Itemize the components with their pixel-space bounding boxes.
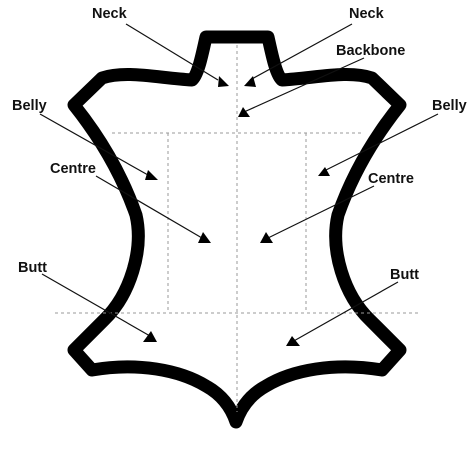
label-centre-right: Centre <box>368 171 414 187</box>
pointer-centre-left <box>198 232 211 243</box>
pointer-backbone <box>238 107 250 117</box>
pointer-belly-left <box>145 170 158 180</box>
label-belly-right: Belly <box>432 98 467 114</box>
leader-neck-right <box>249 23 353 81</box>
label-centre-left: Centre <box>50 161 96 177</box>
leader-neck-left <box>125 23 219 81</box>
leader-belly-right <box>321 113 439 173</box>
leader-belly-left <box>39 113 149 176</box>
leader-backbone <box>243 57 365 113</box>
label-butt-left: Butt <box>18 260 47 276</box>
pointer-belly-right <box>318 167 330 176</box>
leader-centre-left <box>95 175 203 239</box>
region-labels: Neck Neck Backbone Belly Belly Centre Ce… <box>12 6 467 283</box>
label-butt-right: Butt <box>390 267 419 283</box>
region-guides <box>55 45 418 412</box>
label-belly-left: Belly <box>12 98 47 114</box>
leader-butt-right <box>291 281 399 343</box>
label-backbone: Backbone <box>336 43 405 59</box>
label-neck-right: Neck <box>349 6 385 22</box>
pointer-neck-right <box>244 76 256 87</box>
pointer-butt-left <box>143 331 157 342</box>
label-neck-left: Neck <box>92 6 128 22</box>
leader-butt-left <box>41 273 151 337</box>
pointer-neck-left <box>218 76 229 87</box>
leader-centre-right <box>267 185 375 239</box>
pointer-centre-right <box>260 232 273 243</box>
hide-outline <box>67 30 407 429</box>
pointer-butt-right <box>286 336 300 346</box>
leader-lines <box>39 23 439 343</box>
pointer-markers <box>143 76 330 346</box>
